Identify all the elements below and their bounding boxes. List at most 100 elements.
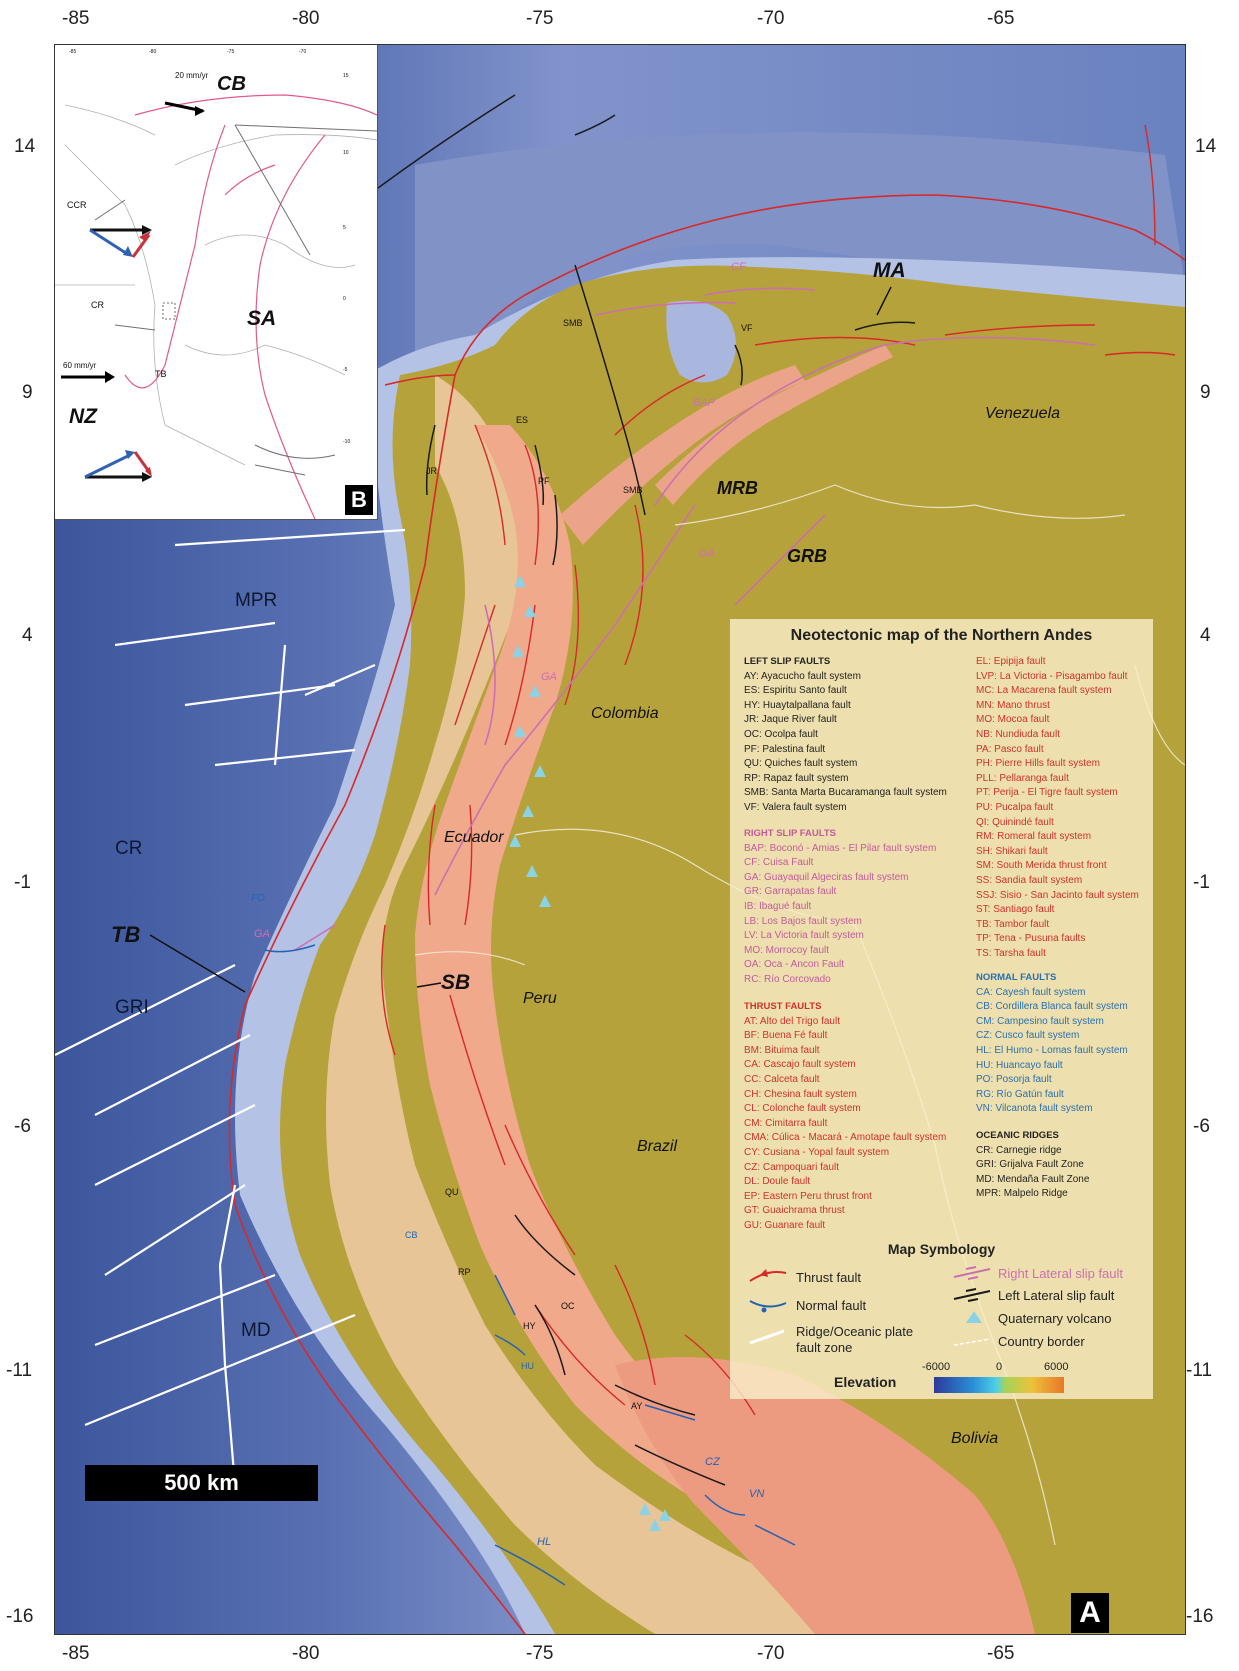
top-lon-label: -75 [526, 8, 554, 29]
caribbean-deformation-front [454, 194, 1185, 376]
inset-lat-tick: 10 [343, 150, 349, 156]
legend-item: GA: Guayaquil Algeciras fault system [744, 871, 909, 883]
country-label-peru: Peru [523, 990, 557, 1007]
legend-item: NB: Nundiuda fault [976, 728, 1060, 740]
legend-item: HL: El Humo - Lomas fault system [976, 1044, 1128, 1056]
bottom-lon-label: -85 [62, 1643, 90, 1664]
country-label-brazil: Brazil [637, 1138, 678, 1155]
label-sb: SB [441, 971, 471, 994]
legend-item: QI: Quinindé fault [976, 816, 1054, 828]
legend-item: EL: Epipija fault [976, 656, 1046, 667]
label-ma: MA [873, 259, 906, 282]
right-lat-label: -16 [1186, 1606, 1214, 1627]
inset-label-cr: CR [91, 300, 104, 310]
tb-leader-line [149, 934, 246, 993]
legend-item: TB: Tambor fault [976, 918, 1050, 930]
fault-tag: ES [516, 415, 529, 425]
fault-tag: CF [731, 261, 746, 273]
bottom-lon-label: -75 [526, 1643, 554, 1664]
symbology-border: Country border [998, 1334, 1085, 1349]
top-lon-label: -70 [757, 8, 785, 29]
legend-item: TP: Tena - Pusuna faults [976, 933, 1086, 945]
legend-item: OA: Oca - Ancon Fault [744, 959, 845, 971]
volcano-icon [509, 575, 551, 907]
legend-title: Neotectonic map of the Northern Andes [790, 627, 1093, 644]
left-lat-label: 9 [22, 382, 33, 403]
andes-core [415, 425, 875, 1575]
country-label-colombia: Colombia [591, 705, 659, 722]
legend-item: MD: Mendaña Fault Zone [976, 1173, 1090, 1185]
fault-tag: CB [405, 1230, 418, 1240]
elevation-mid: 0 [996, 1361, 1003, 1373]
left-lat-label: 14 [14, 136, 36, 157]
andes-foothills [326, 375, 935, 1634]
thrust-faults [380, 124, 1176, 1416]
legend-item: CA: Cascajo fault system [744, 1059, 856, 1071]
ridge-symbol [749, 1329, 785, 1345]
volcano-icon [966, 1311, 982, 1323]
symbology-thrust: Thrust fault [796, 1270, 862, 1285]
legend-item: CM: Campesino fault system [976, 1015, 1104, 1027]
legend-item: LV: La Victoria fault system [744, 930, 864, 942]
legend-item: GR: Garrapatas fault [744, 886, 837, 898]
legend-item: CMA: Cúlica - Macará - Amotape fault sys… [744, 1132, 947, 1144]
altiplano [615, 1357, 1035, 1634]
label-grb: GRB [787, 546, 827, 566]
legend-item: TS: Tarsha fault [976, 947, 1046, 959]
right-lateral-symbol [953, 1266, 991, 1280]
legend-item: PA: Pasco fault [976, 743, 1044, 755]
legend-item: MN: Mano thrust [976, 699, 1050, 711]
fault-tag: HL [537, 1536, 552, 1548]
inset-lat-tick: -5 [343, 367, 348, 373]
legend-item: GT: Guaichrama thrust [744, 1205, 845, 1217]
fault-tag: RP [458, 1267, 471, 1277]
fault-tag: PF [538, 476, 550, 486]
legend-item: AT: Alto del Trigo fault [744, 1015, 840, 1027]
left-lat-label: -6 [14, 1116, 31, 1137]
legend-thrust-continued: EL: Epipija fault LVP: La Victoria - Pis… [976, 655, 1139, 961]
legend-item: SMB: Santa Marta Bucaramanga fault syste… [744, 787, 947, 799]
top-lon-label: -65 [987, 8, 1015, 29]
legend-item: PH: Pierre Hills fault system [976, 758, 1100, 770]
legend-item: MO: Morrocoy fault [744, 944, 830, 956]
legend-item: AY: Ayacucho fault system [744, 670, 861, 682]
normal-fault-symbol [749, 1300, 787, 1313]
legend-item: EP: Eastern Peru thrust front [744, 1190, 872, 1202]
right-lat-label: -6 [1193, 1116, 1210, 1137]
legend-normal: NORMAL FAULTS CA: Cayesh fault system CB… [976, 971, 1128, 1117]
legend-item: IB: Ibagué fault [744, 900, 812, 912]
legend-item: MO: Mocoa fault [976, 714, 1050, 726]
thrust-fault-symbol [749, 1269, 787, 1282]
legend-item: QU: Quiches fault system [744, 758, 858, 770]
fault-tag: VN [749, 1488, 765, 1500]
legend-item: RC: Río Corcovado [744, 973, 831, 985]
legend-item: SS: Sandia fault system [976, 874, 1083, 886]
legend-heading: THRUST FAULTS [744, 1001, 822, 1012]
legend-item: GRI: Grijalva Fault Zone [976, 1159, 1084, 1171]
fault-tag: CZ [705, 1456, 720, 1468]
legend-item: VN: Vilcanota fault system [976, 1103, 1093, 1115]
inset-label-cb: CB [217, 73, 246, 95]
fault-tag: BAP [693, 397, 716, 409]
inset-lon-tick: -85 [69, 49, 77, 55]
fault-tag: VF [741, 323, 753, 333]
legend-item: CR: Carnegie ridge [976, 1144, 1062, 1156]
fault-tag: QU [445, 1187, 459, 1197]
left-lateral-symbol [953, 1288, 991, 1302]
ocean-label-gri: GRI [115, 997, 149, 1018]
inset-rate-left: 60 mm/yr [63, 361, 97, 370]
normal-faults [264, 944, 796, 1586]
sb-leader-line [416, 982, 442, 988]
fault-tag: JR [426, 466, 437, 476]
legend-item: DL: Doule fault [744, 1176, 811, 1188]
legend-item: BAP: Boconó - Amias - El Pilar fault sys… [744, 842, 937, 854]
legend-item: CC: Calceta fault [744, 1073, 820, 1085]
inset-lat-tick: -10 [343, 439, 351, 445]
inset-rate-top: 20 mm/yr [175, 71, 209, 80]
fault-tag: OC [561, 1301, 575, 1311]
caribbean-sea [415, 132, 1185, 375]
elevation-label: Elevation [834, 1374, 897, 1390]
volcano-icon [639, 1503, 671, 1531]
legend-item: MC: La Macarena fault system [976, 685, 1112, 697]
inset-label-tb: TB [155, 369, 167, 379]
